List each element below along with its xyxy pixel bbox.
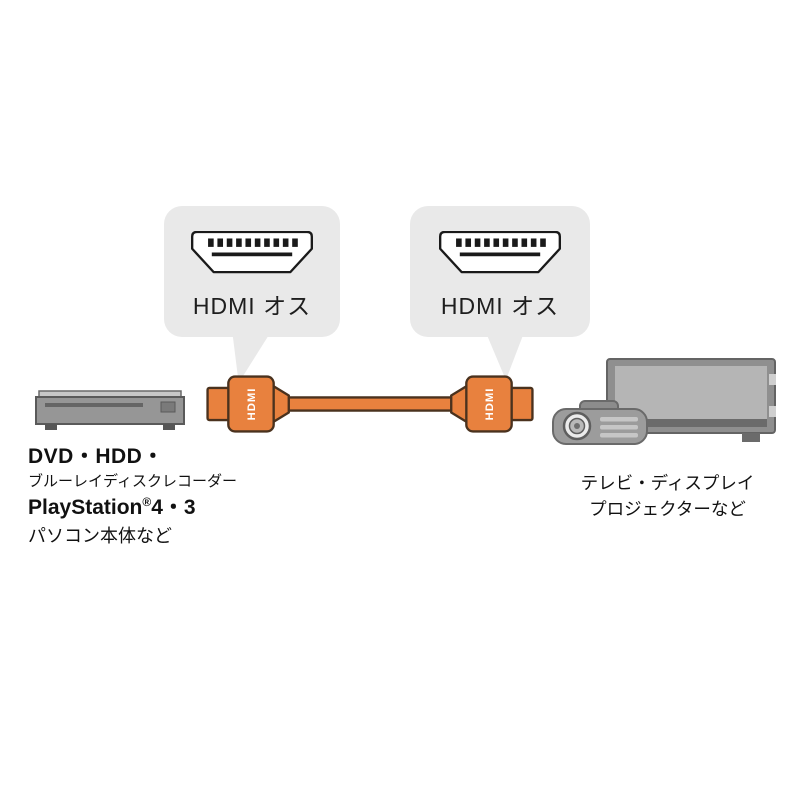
recorder-display <box>160 401 176 413</box>
callout-left-label: HDMI オス <box>192 293 312 319</box>
dvd-recorder-icon <box>35 390 185 430</box>
plug-tip <box>508 386 534 422</box>
tv-speaker-bar <box>615 419 767 427</box>
source-line-playstation: PlayStation®4・3 <box>28 495 237 521</box>
hdmi-plug-face-icon <box>439 231 561 274</box>
projector-vents <box>600 417 638 438</box>
source-line-pc: パソコン本体など <box>28 526 172 547</box>
registered-mark: ® <box>142 495 152 509</box>
plug-tip <box>206 386 232 422</box>
plug-body <box>465 375 513 433</box>
cable-connector-left-label: HDMI <box>246 388 258 421</box>
source-line-bluray: ブルーレイディスクレコーダー <box>28 473 237 491</box>
tv-foot <box>742 433 760 442</box>
source-line-dvd-hdd: DVD・HDD・ <box>28 445 164 468</box>
cable-connector-right-label: HDMI <box>484 388 496 421</box>
pin-bar <box>211 252 293 257</box>
connector-pins <box>456 238 546 247</box>
plug-shell <box>191 231 313 274</box>
plug-shell <box>439 231 561 274</box>
pin-bar <box>459 252 541 257</box>
disc-tray-slot <box>45 403 143 407</box>
tv-side-button <box>769 406 776 417</box>
connector-pins <box>208 238 298 247</box>
display-line-tv: テレビ・ディスプレイ <box>580 473 755 493</box>
plug-body <box>227 375 275 433</box>
hdmi-cable-graphic: HDMI HDMI <box>206 375 534 433</box>
tv-display-icon <box>606 358 776 442</box>
playstation-version: 4・3 <box>151 496 196 519</box>
display-line-projector: プロジェクターなど <box>589 499 746 520</box>
source-devices-label: DVD・HDD・ ブルーレイディスクレコーダー PlayStation®4・3 … <box>28 444 237 548</box>
recorder-body <box>35 396 185 425</box>
cable-cord <box>274 396 466 412</box>
callout-right: HDMI オス <box>410 206 590 337</box>
display-devices-label: テレビ・ディスプレイ プロジェクターなど <box>545 470 790 523</box>
projector-icon <box>552 400 648 445</box>
playstation-name: PlayStation <box>28 496 143 519</box>
callout-right-label: HDMI オス <box>440 293 560 319</box>
projector-lens-center <box>574 423 580 429</box>
cable-connector-right <box>450 375 534 433</box>
hdmi-plug-face-icon <box>191 231 313 274</box>
tv-side-button <box>769 374 776 385</box>
cable-connector-left <box>206 375 290 433</box>
recorder-foot <box>163 424 175 430</box>
recorder-foot <box>45 424 57 430</box>
callout-left: HDMI オス <box>164 206 340 337</box>
